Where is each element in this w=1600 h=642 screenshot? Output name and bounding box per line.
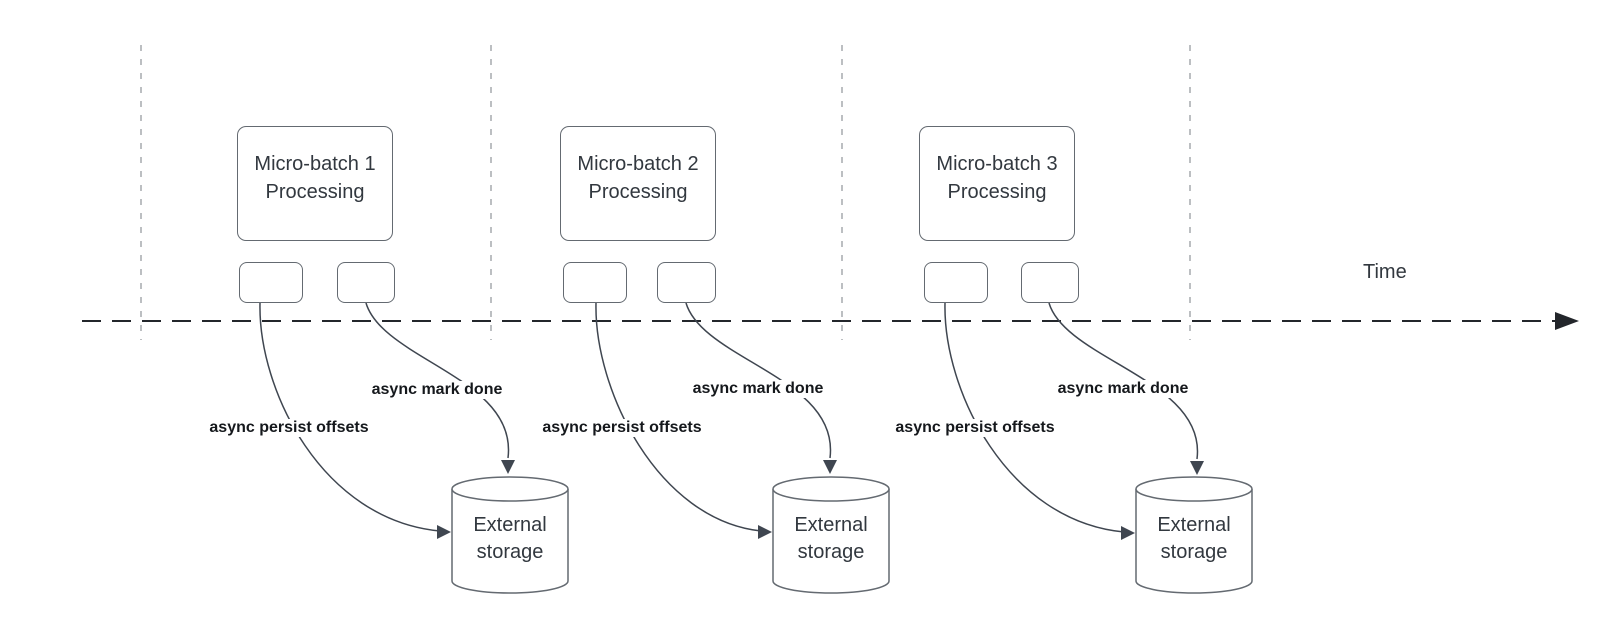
micro-batch-3-title: Micro-batch 3 <box>936 153 1058 175</box>
storage-cylinder-2 <box>772 476 890 594</box>
mark-done-task-rect-1 <box>337 262 395 303</box>
external-storage-line1: External <box>473 514 547 536</box>
external-storage-label-3: External storage <box>1136 512 1252 566</box>
time-axis-arrowhead-icon <box>1555 312 1579 330</box>
micro-batch-3-process-box: Micro-batch 3 Processing <box>919 126 1075 241</box>
persist-offsets-label-3: async persist offsets <box>892 419 1058 437</box>
mark-done-arrowhead-2-icon <box>823 460 837 474</box>
micro-batch-1-subtitle: Processing <box>265 181 365 203</box>
persist-offsets-arrow-2 <box>595 302 762 532</box>
micro-batch-2-title: Micro-batch 2 <box>577 153 699 175</box>
storage-cylinder-1 <box>451 476 569 594</box>
mark-done-arrow-1 <box>365 302 510 459</box>
mark-done-arrow-3 <box>1048 302 1199 460</box>
persist-offsets-label-1: async persist offsets <box>206 419 372 437</box>
external-storage-line2: storage <box>797 541 865 563</box>
mark-done-arrowhead-3-icon <box>1190 461 1204 475</box>
external-storage-label-1: External storage <box>452 512 568 566</box>
external-storage-label-2: External storage <box>773 512 889 566</box>
mark-done-label-1: async mark done <box>368 381 506 399</box>
persist-task-rect-2 <box>563 262 627 303</box>
time-axis-label: Time <box>1363 261 1407 283</box>
persist-offsets-arrowhead-2-icon <box>758 525 772 539</box>
mark-done-task-rect-3 <box>1021 262 1079 303</box>
mark-done-arrowhead-1-icon <box>501 460 515 474</box>
external-storage-line2: storage <box>1160 541 1228 563</box>
persist-task-rect-3 <box>924 262 988 303</box>
persist-offsets-arrowhead-3-icon <box>1121 526 1135 540</box>
persist-offsets-arrow-3 <box>944 302 1125 533</box>
persist-offsets-arrow-1 <box>259 302 441 532</box>
micro-batch-2-subtitle: Processing <box>588 181 688 203</box>
persist-offsets-label-2: async persist offsets <box>539 419 705 437</box>
external-storage-line1: External <box>794 514 868 536</box>
persist-offsets-arrowhead-1-icon <box>437 525 451 539</box>
external-storage-line1: External <box>1157 514 1231 536</box>
mark-done-label-3: async mark done <box>1054 380 1192 398</box>
micro-batch-1-process-box: Micro-batch 1 Processing <box>237 126 393 241</box>
micro-batch-3-subtitle: Processing <box>947 181 1047 203</box>
micro-batch-1-title: Micro-batch 1 <box>254 153 376 175</box>
mark-done-arrow-2 <box>685 302 832 459</box>
external-storage-line2: storage <box>476 541 544 563</box>
mark-done-task-rect-2 <box>657 262 716 303</box>
micro-batch-2-process-box: Micro-batch 2 Processing <box>560 126 716 241</box>
persist-task-rect-1 <box>239 262 303 303</box>
mark-done-label-2: async mark done <box>689 380 827 398</box>
storage-cylinder-3 <box>1135 476 1253 594</box>
